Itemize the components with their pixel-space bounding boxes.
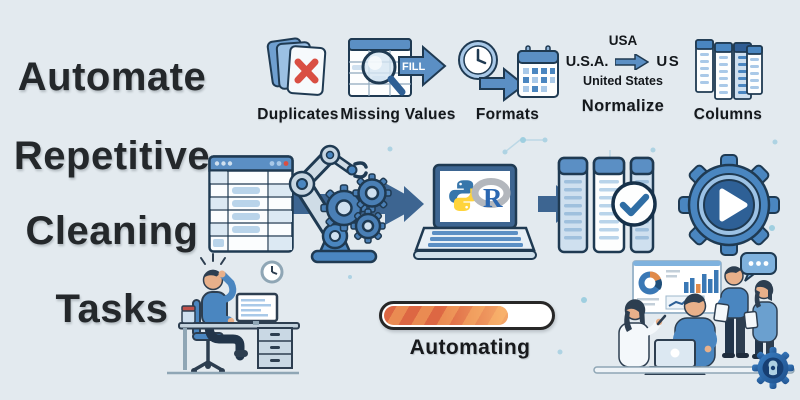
feature-label-duplicates: Duplicates [257,106,339,123]
feature-normalize: USA U.S.A. US United States Normalize [558,33,688,116]
person-figure [201,269,248,361]
brand-gear-logo-icon [752,347,794,389]
normalize-arrow-icon [615,53,650,70]
svg-text:R: R [483,183,503,213]
feature-duplicates: Duplicates [252,36,344,124]
svg-text:FILL: FILL [402,61,425,73]
robot-arm-gears-icon [288,144,392,264]
raw-spreadsheet-icon [208,155,294,253]
automation-gear-play-icon [678,154,780,256]
sitting-woman-figure [618,299,667,368]
feature-missing-values: FILL Missing Values [340,34,455,124]
standing-man-figure [713,266,749,358]
r-logo-icon: R [471,178,511,213]
flow-arrow-2-icon [396,186,424,222]
headline-line-automate: Automate [17,55,207,99]
wall-clock-icon [260,260,284,284]
feature-label-normalize: Normalize [581,97,665,115]
progress-fill [384,306,509,325]
laptop-python-r-icon: R [413,163,537,260]
check-circle-icon [611,181,657,227]
standing-woman-figure [743,280,778,359]
duplicate-cards-x-icon [266,37,327,96]
progress-bar [379,301,555,330]
feature-label-formats: Formats [475,106,540,123]
normalize-example-usa-dots: U.S.A. [565,53,609,70]
feature-label-columns: Columns [693,106,763,123]
headline-line-tasks: Tasks [55,287,169,331]
stacked-columns-icon [695,39,763,100]
monitor-icon [235,292,279,325]
normalize-example-usa: USA [608,33,638,48]
headline-line-cleaning: Cleaning [25,209,199,253]
clock-to-calendar-icon [457,40,559,102]
feature-label-missing-values: Missing Values [340,106,456,123]
frustrated-worker-illustration [167,253,300,375]
dashboard-board-icon [632,260,722,314]
headline-line-repetitive: Repetitive [13,134,211,178]
gear-icon [320,173,392,244]
feature-formats: Formats [455,36,560,124]
normalize-example-us: US [656,53,681,70]
table-magnifier-icon: FILL [348,38,447,97]
speech-bubble-icon [740,252,777,282]
normalize-example-united-states: United States [583,74,663,88]
progress-label: Automating [409,336,531,359]
team-collaboration-illustration [593,252,795,375]
feature-columns: Columns [686,36,770,124]
